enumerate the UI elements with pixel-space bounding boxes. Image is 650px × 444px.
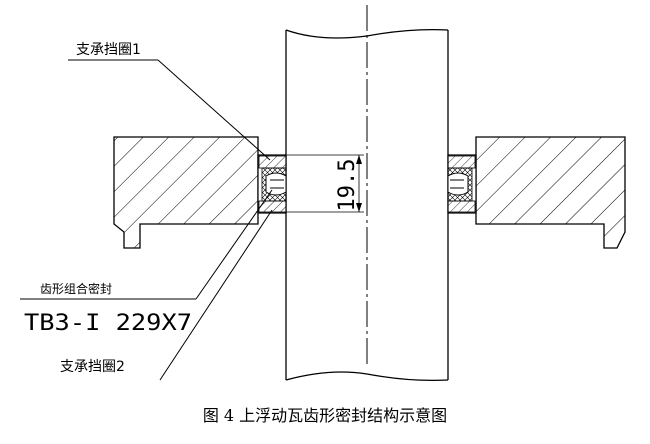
label-support-ring-2: 支承挡圈2	[60, 359, 125, 375]
right-housing	[475, 136, 626, 249]
leader-support-ring-1: 支承挡圈1	[68, 42, 271, 161]
label-support-ring-1: 支承挡圈1	[76, 42, 141, 58]
left-seal-assembly	[257, 154, 287, 214]
leader-tooth-seal: 齿形组合密封 TB3-I 229X7	[20, 189, 273, 336]
label-tooth-seal: 齿形组合密封	[40, 281, 112, 296]
right-seal-assembly	[447, 154, 477, 214]
leader-support-ring-2: 支承挡圈2	[60, 209, 273, 381]
left-housing	[113, 136, 259, 249]
dimension-label: 19.5	[335, 159, 360, 212]
dimension-19-5: 19.5	[286, 154, 364, 213]
label-model: TB3-I 229X7	[24, 311, 192, 336]
figure-caption: 图 4 上浮动瓦齿形密封结构示意图	[202, 406, 448, 425]
